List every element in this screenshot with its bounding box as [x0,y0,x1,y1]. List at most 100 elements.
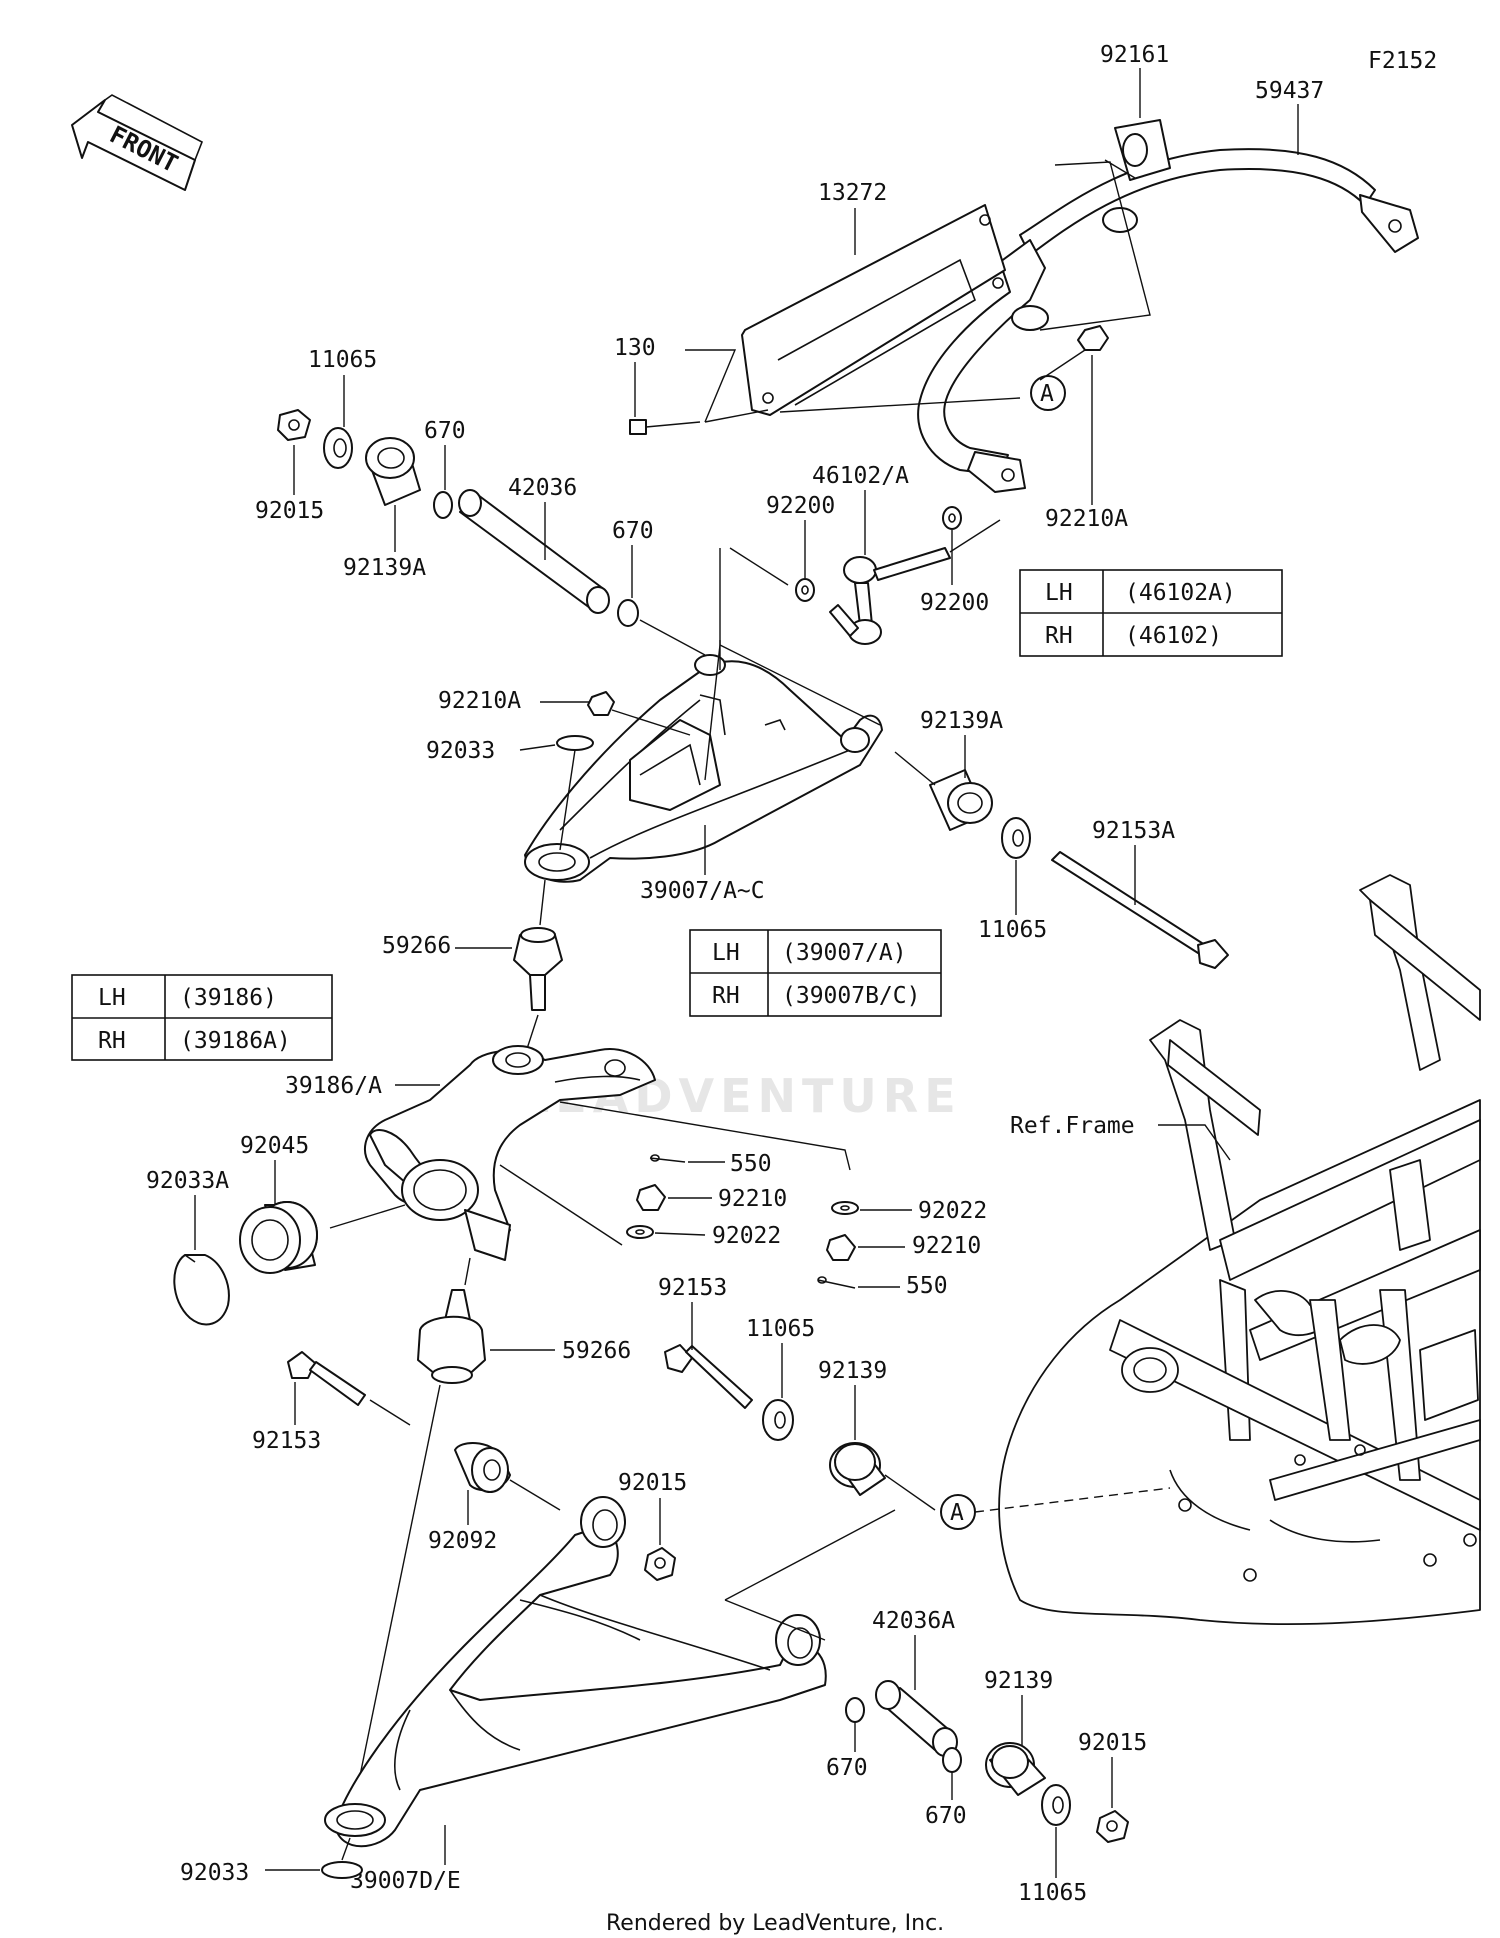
bearing-92045 [239,1201,318,1274]
oring-670-a [433,491,453,519]
label-92210-b: 92210 [912,1233,981,1259]
bushing-92139A-top [365,437,421,506]
bolt-130 [629,419,701,435]
label-92153-left: 92153 [252,1428,321,1454]
lower-arm-39007DE [324,1496,827,1848]
label-92200-a: 92200 [766,493,835,519]
bolt-92153-mid [664,1344,753,1409]
table-knuckle-part-1: (39186A) [180,1028,291,1054]
label-92015-top: 92015 [255,498,324,524]
label-11065-bottom: 11065 [1018,1880,1087,1906]
bushing-92139-low [985,1742,1046,1796]
bolt-92153-left [287,1351,366,1406]
label-92200-b: 92200 [920,590,989,616]
label-670-a: 670 [424,418,466,444]
ref-frame [998,874,1481,1626]
label-550-a: 550 [730,1151,772,1177]
table-arm-part-0: (39007/A) [782,940,907,966]
label-59266-lower: 59266 [562,1338,631,1364]
knuckle-39186 [364,1045,656,1261]
label-130: 130 [614,335,656,361]
label-92033A: 92033A [146,1168,229,1194]
washer-11065-mid [1001,817,1031,859]
table-link-side-0: LH [1045,580,1073,606]
table-knuckle-part-0: (39186) [180,985,277,1011]
table-knuckle-side-1: RH [98,1028,126,1054]
washer-92200-a [795,578,815,602]
bracket-13272 [741,204,1006,416]
label-670-d: 670 [925,1803,967,1829]
label-59266-upper: 59266 [382,933,451,959]
label-92161: 92161 [1100,42,1169,68]
label-92210-a: 92210 [718,1186,787,1212]
label-11065-low: 11065 [746,1316,815,1342]
upper-arm-39007 [524,654,883,883]
front-arrow-icon: FRONT [71,94,204,191]
table-link-side-1: RH [1045,623,1073,649]
nut-92210-b [826,1234,856,1261]
footer-credit: Rendered by LeadVenture, Inc. [606,1911,944,1936]
label-550-b: 550 [906,1273,948,1299]
label-670-c: 670 [826,1755,868,1781]
ball-joint-59266-lower [417,1289,486,1384]
label-92033-upper: 92033 [426,738,495,764]
label-92153A: 92153A [1092,818,1175,844]
oring-670-b [617,599,639,627]
label-92015-mid: 92015 [618,1470,687,1496]
oring-670-c [845,1697,865,1723]
label-92139A-top: 92139A [343,555,426,581]
ball-joint-59266-upper [513,927,563,1011]
nut-92210-a [636,1184,666,1211]
cotter-pin-550-b [817,1276,856,1289]
label-92210A-right: 92210A [1045,506,1128,532]
label-46102A: 46102/A [812,463,909,489]
table-link-part-1: (46102) [1125,623,1222,649]
table-arm-side-0: LH [712,940,740,966]
clip-92033-upper [556,735,594,751]
label-ref-frame: Ref.Frame [1010,1113,1135,1139]
label-92139-low: 92139 [984,1668,1053,1694]
washer-92022-a [626,1225,654,1239]
bushing-92139A-mid [929,769,993,831]
nut-92015-low [1096,1810,1129,1843]
nut-92015-top [277,409,311,441]
washer-11065-top [323,427,353,469]
label-59437: 59437 [1255,78,1324,104]
label-39007AC: 39007/A~C [640,878,765,904]
ref-marker-a-upper-text: A [1040,381,1054,407]
ref-marker-a-upper [1030,375,1066,411]
table-arm-part-1: (39007B/C) [782,983,920,1009]
table-arm-side-1: RH [712,983,740,1009]
label-39007DE: 39007D/E [350,1868,461,1894]
label-92022-b: 92022 [918,1198,987,1224]
circlip-92033A [173,1254,230,1326]
ref-marker-a-lower [940,1494,976,1530]
label-13272: 13272 [818,180,887,206]
label-42036: 42036 [508,475,577,501]
ref-marker-a-lower-text: A [950,1500,964,1526]
diagram-code: F2152 [1368,48,1437,74]
nut-92015-mid [644,1547,676,1581]
clip-92033-lower [321,1861,363,1879]
label-92139A-mid: 92139A [920,708,1003,734]
washer-11065-bottom [1041,1784,1071,1826]
label-670-b: 670 [612,518,654,544]
bolt-92153A [1051,851,1229,969]
collar-42036A [875,1680,958,1757]
nut-92210A-arm [587,691,615,716]
stabilizer-link-46102 [829,547,951,645]
washer-11065-low [762,1399,794,1441]
washer-92022-b [831,1201,859,1215]
label-11065-mid: 11065 [978,917,1047,943]
label-42036A: 42036A [872,1608,955,1634]
bushing-92139-mid [829,1442,886,1496]
cotter-pin-550-a [649,1154,686,1163]
label-92045: 92045 [240,1133,309,1159]
collar-42036 [458,489,610,614]
table-knuckle-side-0: LH [98,985,126,1011]
label-92210A-arm: 92210A [438,688,521,714]
washer-92200-b [942,506,962,530]
table-stabilizer-link: LH (46102A) RH (46102) [1019,569,1283,657]
